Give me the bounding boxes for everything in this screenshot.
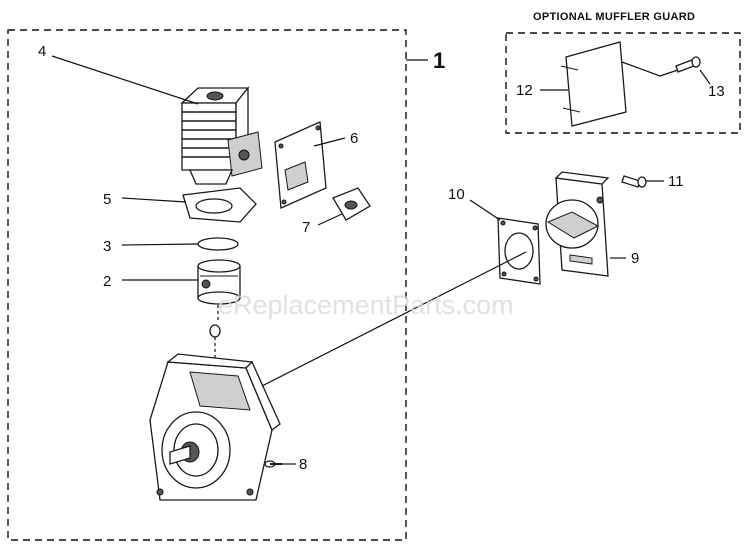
screw-8 <box>264 460 282 468</box>
callout-2: 2 <box>103 273 111 290</box>
muffler-guard-12 <box>560 41 627 127</box>
assembly-box <box>7 29 407 541</box>
callout-1: 1 <box>433 48 445 73</box>
optional-box <box>505 32 741 134</box>
insulator-7 <box>332 187 371 221</box>
muffler-gasket-10 <box>497 217 541 285</box>
gasket-6 <box>274 121 327 209</box>
callout-4: 4 <box>38 43 46 60</box>
muffler-9 <box>545 171 610 277</box>
callout-5: 5 <box>103 191 111 208</box>
optional-muffler-guard-label: OPTIONAL MUFFLER GUARD <box>533 11 695 23</box>
callout-7: 7 <box>302 219 310 236</box>
base-gasket-5 <box>182 187 257 223</box>
screw-13 <box>675 56 701 73</box>
retainer-clip <box>209 324 221 338</box>
callout-3: 3 <box>103 238 111 255</box>
cylinder <box>180 86 263 185</box>
callout-9: 9 <box>631 250 639 267</box>
callout-11: 11 <box>668 173 684 190</box>
piston-2 <box>197 259 241 305</box>
callout-8: 8 <box>299 456 307 473</box>
crankcase <box>149 353 281 501</box>
callout-10: 10 <box>448 186 465 203</box>
piston-ring-3 <box>197 237 239 251</box>
callout-13: 13 <box>708 83 725 100</box>
screw-11 <box>621 175 647 188</box>
callout-12: 12 <box>516 82 533 99</box>
callout-6: 6 <box>350 130 358 147</box>
watermark: eReplacementParts.com <box>218 290 514 320</box>
